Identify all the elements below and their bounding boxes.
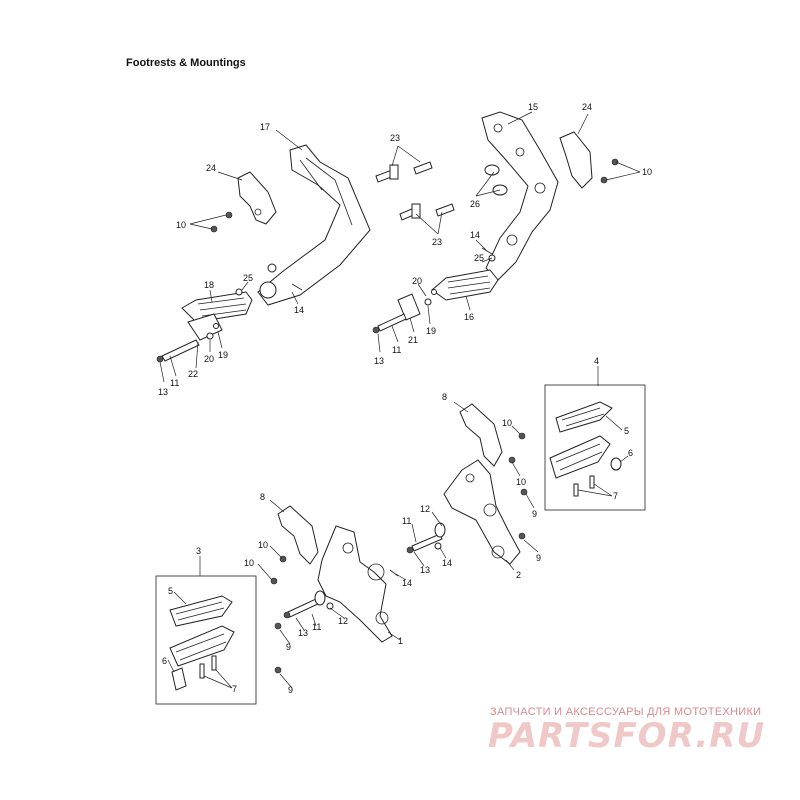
watermark-tagline: ЗАПЧАСТИ И АКСЕССУАРЫ ДЛЯ МОТОТЕХНИКИ	[490, 706, 762, 718]
callout-label: 10	[258, 540, 268, 550]
peg-plug-6-left	[171, 667, 187, 691]
callout-label: 24	[206, 163, 216, 173]
box-4-footrest-kit	[544, 384, 646, 511]
callout-label: 23	[432, 237, 442, 247]
callout-label: 20	[204, 354, 214, 364]
callout-label: 15	[528, 102, 538, 112]
heel-guard-right	[559, 131, 593, 189]
callout-label: 25	[243, 273, 253, 283]
callout-label: 18	[204, 280, 214, 290]
peg-rubber-5-right	[555, 401, 613, 433]
callout-label: 12	[420, 504, 430, 514]
callout-label: 19	[218, 350, 228, 360]
front-hanger-1	[317, 525, 393, 643]
rear-hanger-bracket	[481, 111, 559, 281]
heel-guard-left	[237, 171, 277, 225]
callout-label: 9	[536, 553, 541, 563]
callout-label: 12	[338, 616, 348, 626]
callout-label: 10	[642, 167, 652, 177]
callout-label: 14	[470, 230, 480, 240]
pin-7-left-a	[199, 663, 205, 679]
peg-bracket-21	[397, 293, 421, 321]
bolt-23-b	[413, 161, 433, 175]
leader-lines	[159, 111, 641, 689]
rear-footpeg-right	[431, 269, 499, 301]
callout-label: 13	[298, 628, 308, 638]
callout-label: 17	[260, 122, 270, 132]
callout-label: 6	[162, 656, 167, 666]
callout-label: 11	[170, 378, 179, 388]
callout-numbers: 17 24 10 18 25 14 20 19 22 11 13 23 23 1…	[158, 102, 652, 695]
brake-pedal-assembly	[156, 144, 371, 363]
callout-label: 14	[442, 558, 452, 568]
peg-body-left	[169, 625, 235, 667]
pin-7-left-b	[211, 655, 217, 671]
callout-label: 24	[582, 102, 592, 112]
pin-7-right-a	[573, 483, 579, 497]
callout-label: 11	[402, 516, 411, 526]
callout-label: 9	[286, 642, 291, 652]
callout-label: 10	[516, 477, 526, 487]
callout-label: 7	[232, 684, 237, 694]
front-hanger-2	[443, 459, 521, 565]
rear-hanger-assembly	[372, 111, 619, 334]
peg-plug-6-right	[610, 457, 622, 471]
bolt-23-d	[435, 203, 455, 217]
callout-label: 23	[390, 133, 400, 143]
callout-label: 10	[244, 558, 254, 568]
callout-label: 7	[613, 491, 618, 501]
callout-label: 11	[312, 622, 321, 632]
pivot-pin-left	[161, 339, 200, 362]
bolt-10-a	[225, 211, 233, 219]
box-4-frame	[544, 384, 646, 511]
callout-label: 13	[158, 387, 168, 397]
pin-7-right-b	[589, 475, 595, 489]
washer-26-a	[484, 164, 500, 176]
front-right-hanger	[406, 403, 528, 565]
callout-label: 21	[408, 335, 418, 345]
callout-label: 19	[426, 326, 436, 336]
callout-label: 2	[516, 570, 521, 580]
callout-label: 26	[470, 199, 480, 209]
callout-label: 8	[260, 492, 265, 502]
callout-label: 9	[288, 685, 293, 695]
callout-label: 10	[502, 418, 512, 428]
callout-label: 6	[628, 448, 633, 458]
page-title: Footrests & Mountings	[126, 57, 246, 69]
callout-label: 10	[176, 220, 186, 230]
callout-label: 20	[412, 276, 422, 286]
callout-label: 5	[624, 426, 629, 436]
heel-guard-8-right	[459, 403, 503, 467]
callout-label: 9	[532, 509, 537, 519]
callout-label: 8	[442, 392, 447, 402]
callout-label: 3	[196, 546, 201, 556]
callout-label: 13	[374, 356, 384, 366]
callout-label: 4	[594, 356, 599, 366]
peg-bracket-22	[187, 313, 223, 341]
peg-rubber-5-left	[169, 595, 233, 627]
heel-guard-8-left	[277, 505, 319, 565]
peg-body-right	[549, 435, 611, 479]
box-3-footrest-kit	[155, 575, 257, 705]
callout-label: 5	[168, 586, 173, 596]
pivot-pin-right	[377, 313, 407, 332]
callout-label: 14	[294, 305, 304, 315]
callout-label: 14	[402, 578, 412, 588]
brake-pedal-arm	[257, 144, 371, 306]
front-left-hanger	[270, 505, 399, 674]
box-3-frame	[155, 575, 257, 705]
callout-label: 1	[398, 636, 403, 646]
callout-label: 13	[420, 565, 430, 575]
watermark-logo: PARTSFOR.RU	[488, 716, 766, 756]
rear-footpeg-left	[181, 291, 253, 323]
callout-label: 22	[188, 369, 198, 379]
callout-label: 16	[464, 312, 474, 322]
callout-label: 25	[474, 253, 484, 263]
callout-label: 11	[392, 345, 401, 355]
